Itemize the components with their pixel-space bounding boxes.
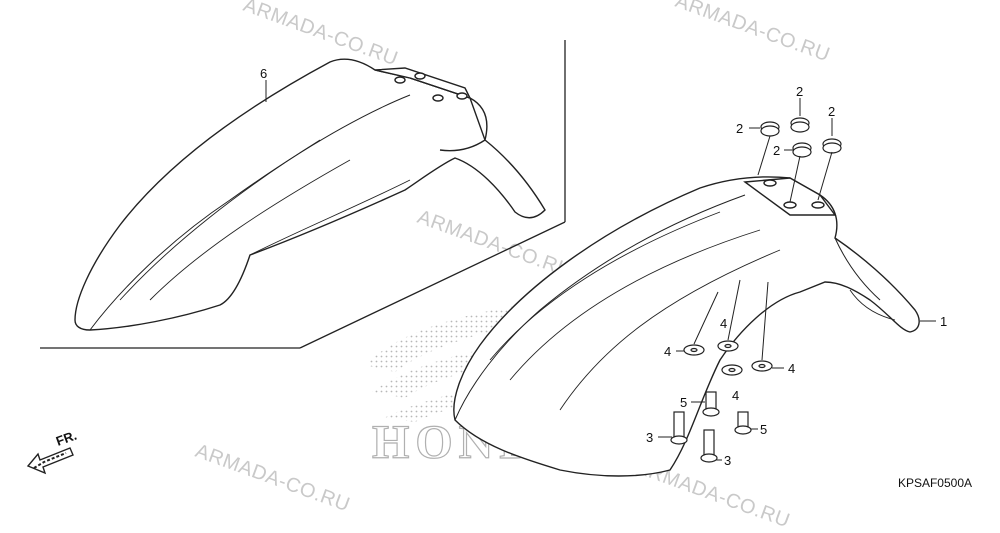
callout-3: 3 [646, 430, 653, 445]
parts-diagram: ARMADA-CO.RU ARMADA-CO.RU ARMADA-CO.RU A… [26, 0, 972, 532]
callout-1: 1 [940, 314, 947, 329]
callout-2: 2 [773, 143, 780, 158]
grommet-part-2 [760, 117, 842, 158]
diagram-code: KPSAF0500A [897, 476, 972, 490]
bolt-part-5 [702, 391, 752, 435]
diagram-drawing: HONDA [26, 40, 947, 477]
callout-5: 5 [760, 422, 767, 437]
fender-part-1 [453, 176, 920, 477]
washer-part-4 [683, 340, 773, 376]
callouts: 6 2 2 2 2 1 4 4 4 4 5 5 3 3 [260, 66, 947, 468]
fender-part-6 [74, 58, 546, 331]
callout-2: 2 [828, 104, 835, 119]
callout-5: 5 [680, 395, 687, 410]
callout-4: 4 [664, 344, 671, 359]
callout-2: 2 [796, 84, 803, 99]
callout-3: 3 [724, 453, 731, 468]
callout-2: 2 [736, 121, 743, 136]
callout-4: 4 [720, 316, 727, 331]
callout-4: 4 [788, 361, 795, 376]
callout-4: 4 [732, 388, 739, 403]
callout-6: 6 [260, 66, 267, 81]
sub-diagram-frame [40, 40, 566, 349]
front-direction-arrow: FR. [26, 428, 79, 475]
bolt-part-3 [670, 411, 718, 463]
leader-lines [265, 80, 936, 461]
front-direction-label: FR. [54, 428, 79, 449]
